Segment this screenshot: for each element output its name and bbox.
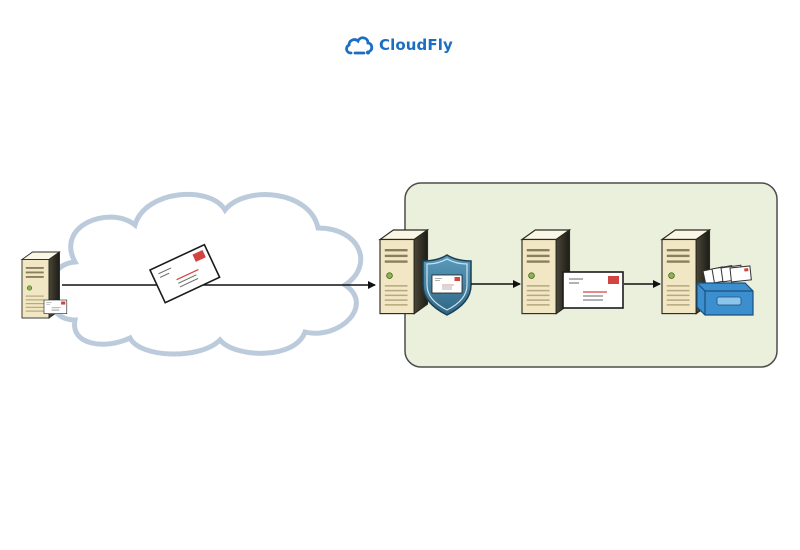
brand-name: CloudFly (379, 36, 453, 54)
cloudfly-logo: CloudFly (344, 30, 453, 60)
inbox-tray-icon (696, 264, 754, 316)
secure-server-icon (379, 229, 429, 315)
cloud-icon (345, 36, 374, 55)
mail-envelope-icon (562, 271, 624, 309)
outgoing-envelope-icon (43, 299, 68, 314)
shield-icon (422, 254, 472, 316)
